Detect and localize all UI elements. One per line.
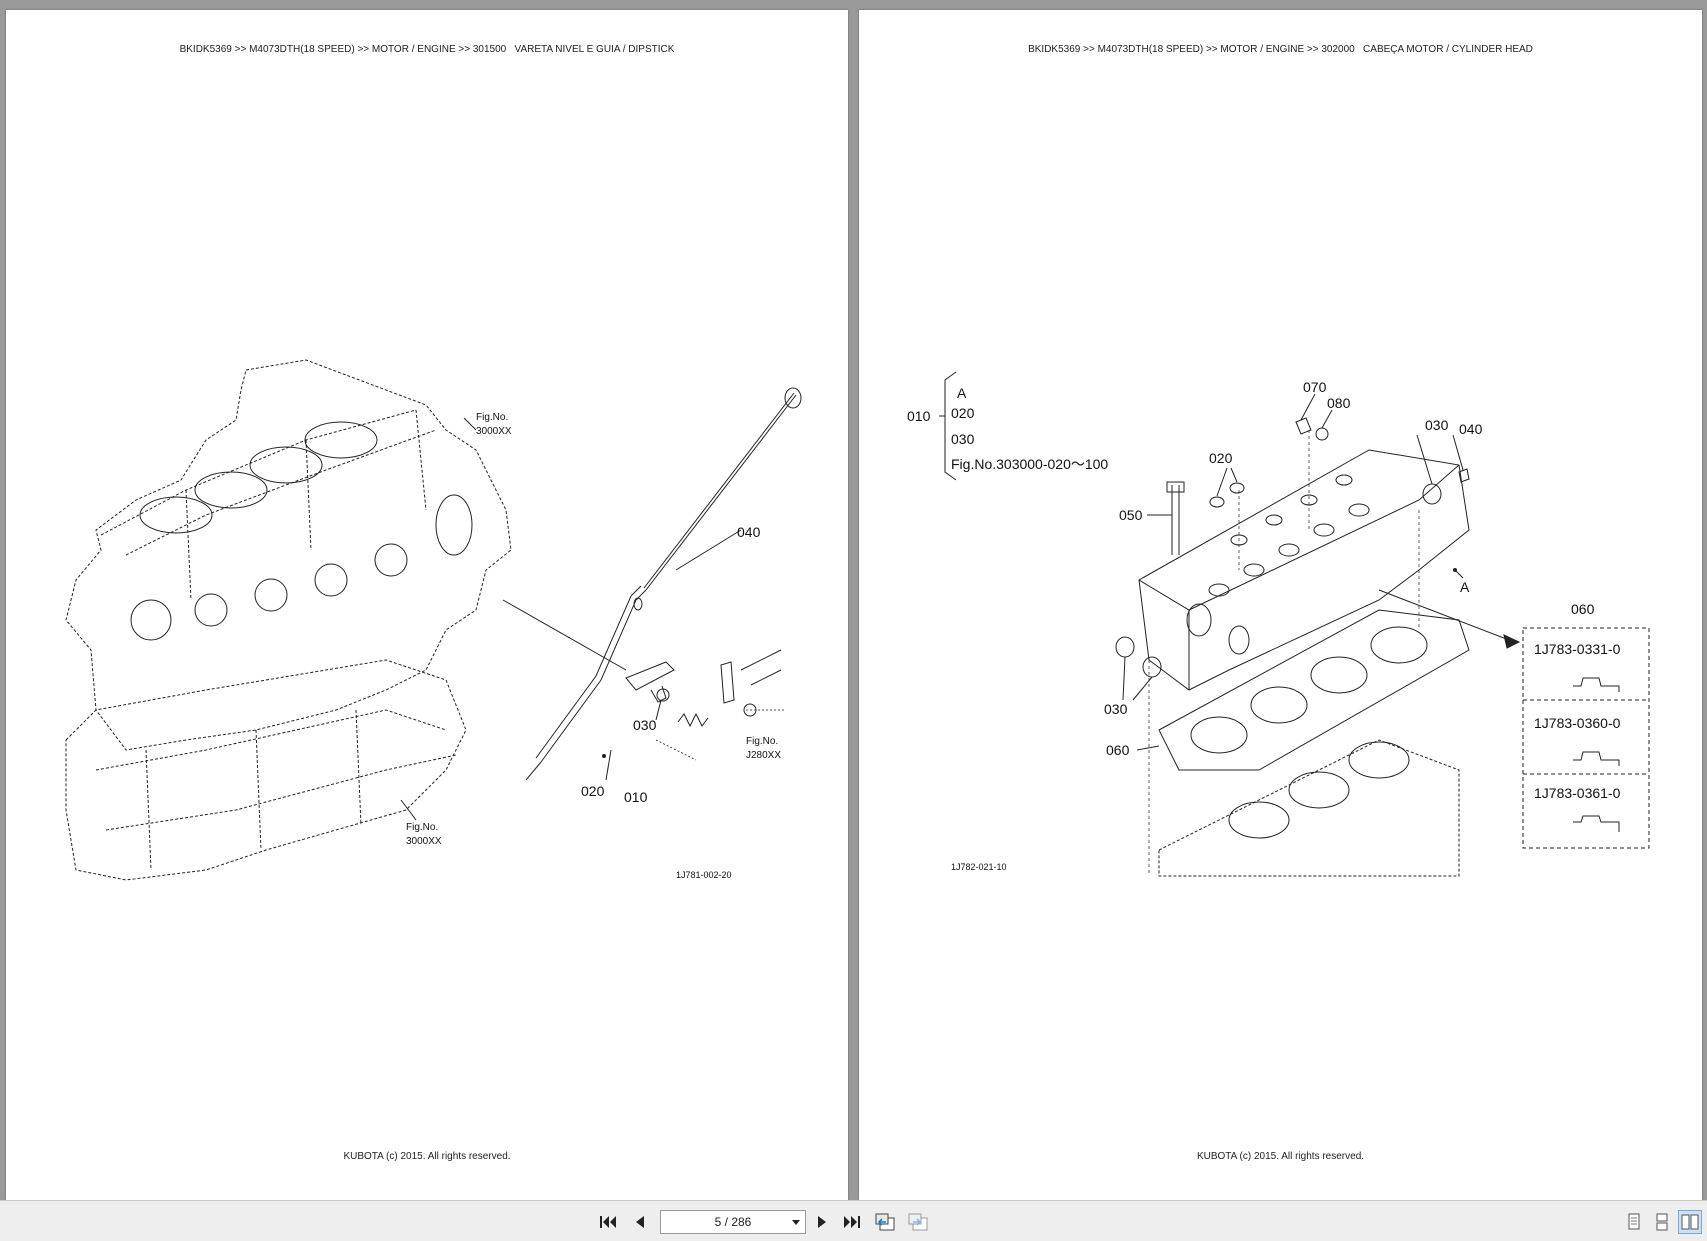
next-page-icon[interactable] xyxy=(810,1210,834,1234)
last-page-icon[interactable] xyxy=(840,1210,864,1234)
right-page-footer: KUBOTA (c) 2015. All rights reserved. xyxy=(1196,1151,1365,1162)
option-2: 1J783-0360-0 xyxy=(1534,715,1621,731)
first-page-icon[interactable] xyxy=(596,1210,620,1234)
callout-040: 040 xyxy=(737,524,761,540)
callout-020: 020 xyxy=(1209,450,1233,466)
callout-A: A xyxy=(1460,579,1470,595)
page-number-field[interactable]: 5 / 286 xyxy=(660,1210,806,1234)
bracket-item-figno: Fig.No.303000-020～100 xyxy=(951,456,1108,472)
bracket-item-020: 020 xyxy=(951,405,975,421)
continuous-page-icon[interactable] xyxy=(1650,1210,1674,1234)
cylinder-head-drawing: 010 A 020 030 Fig.No.303000-020～100 xyxy=(907,371,1650,877)
page-indicator: 5 / 286 xyxy=(714,1215,752,1229)
callout-040: 040 xyxy=(1459,421,1483,437)
callout-070: 070 xyxy=(1303,379,1327,395)
callout-030: 030 xyxy=(633,717,657,733)
figno-bottom-value: 3000XX xyxy=(406,836,442,847)
option-3: 1J783-0361-0 xyxy=(1534,785,1621,801)
right-drawing-code: 1J782-021-10 xyxy=(951,862,1007,872)
right-page: BKIDK5369 >> M4073DTH(18 SPEED) >> MOTOR… xyxy=(859,10,1702,1200)
callout-060: 060 xyxy=(1106,742,1130,758)
dipstick-drawing: Fig.No. 3000XX Fig.No. 3000XX Fig.No. J2… xyxy=(65,359,802,881)
right-page-breadcrumb: BKIDK5369 >> M4073DTH(18 SPEED) >> MOTOR… xyxy=(1028,44,1533,55)
callout-050: 050 xyxy=(1119,507,1143,523)
callout-010: 010 xyxy=(624,789,648,805)
bracket-item-A: A xyxy=(957,385,967,401)
callout-080: 080 xyxy=(1327,395,1351,411)
single-page-icon[interactable] xyxy=(1622,1210,1646,1234)
figno-right-value: J280XX xyxy=(746,750,781,761)
figno-right-label: Fig.No. xyxy=(746,736,778,747)
option-header-060: 060 xyxy=(1571,601,1595,617)
option-1: 1J783-0331-0 xyxy=(1534,641,1621,657)
chevron-down-icon[interactable] xyxy=(792,1220,800,1225)
left-drawing-code: 1J781-002-20 xyxy=(676,870,732,880)
left-page: BKIDK5369 >> M4073DTH(18 SPEED) >> MOTOR… xyxy=(6,10,848,1200)
bracket-item-030: 030 xyxy=(951,431,975,447)
figno-top-value: 3000XX xyxy=(476,426,512,437)
figno-bottom-label: Fig.No. xyxy=(406,822,438,833)
callout-020: 020 xyxy=(581,783,605,799)
prev-page-icon[interactable] xyxy=(628,1210,652,1234)
left-page-breadcrumb: BKIDK5369 >> M4073DTH(18 SPEED) >> MOTOR… xyxy=(179,44,675,55)
two-page-icon[interactable] xyxy=(1678,1210,1702,1234)
bracket-010: 010 xyxy=(907,408,931,424)
callout-030-bottom: 030 xyxy=(1104,701,1128,717)
go-forward-icon[interactable] xyxy=(906,1210,930,1234)
callout-030-top: 030 xyxy=(1425,417,1449,433)
go-back-icon[interactable] xyxy=(873,1210,897,1234)
left-page-footer: KUBOTA (c) 2015. All rights reserved. xyxy=(343,1151,511,1162)
viewer-toolbar: 5 / 286 xyxy=(0,1200,1707,1241)
figno-top-label: Fig.No. xyxy=(476,412,508,423)
